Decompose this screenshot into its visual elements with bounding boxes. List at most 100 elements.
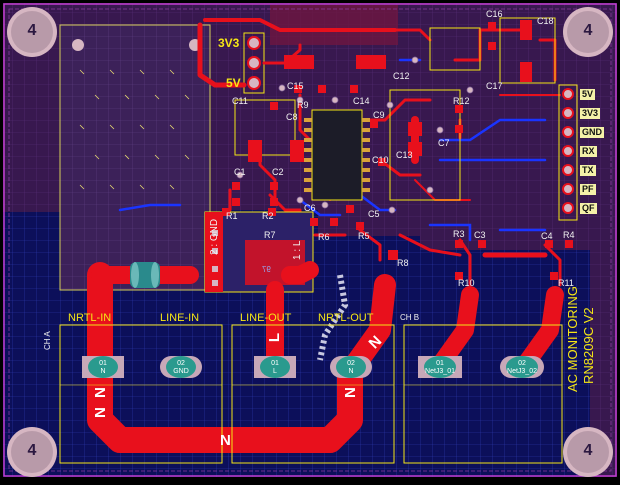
refdes-c5: C5 [368,209,380,219]
pad5-num: 01 [436,360,444,367]
label-ch-b: CH B [400,313,420,322]
pad4-net: N [348,368,354,375]
pin-label-qf: QF [580,203,597,214]
board-title-line2: RN8209C V2 [581,307,596,384]
header-pin-3v3[interactable] [247,36,261,50]
refdes-r12: R12 [453,96,470,106]
isolator-footprint [389,89,461,201]
pin-label-5v: 5V [580,89,596,100]
refdes-c8: C8 [286,112,298,122]
label-ch-a: CH A [43,331,52,350]
refdes-r3: R3 [453,229,465,239]
pad5-net: NetJ3_01 [425,368,455,375]
refdes-c9: C9 [373,110,385,120]
smd-pads [222,20,573,280]
refdes-c10: C10 [372,155,389,165]
terminal-block-a [59,324,223,464]
pad1-num: 01 [99,360,107,367]
net-label-n-2: N [90,407,108,418]
refdes-c6: C6 [304,203,316,213]
terminal-pads[interactable] [82,356,544,378]
pin-label-pf: PF [580,184,596,195]
refdes-r10: R10 [458,278,475,288]
refdes-c18: C18 [537,16,554,26]
mounting-hole-label-bl: 4 [27,442,37,459]
keepout-outline [8,8,612,472]
refdes-r4: R4 [563,230,575,240]
pin-label-gnd: GND [580,127,604,138]
header-label-5v: 5V [226,76,241,90]
label-nrtl-out: NRTL-OUT [318,312,374,324]
mounting-hole-label-tl: 4 [27,22,37,39]
relay-pins [212,230,218,286]
relay-silk-l: 1 : L [292,240,303,260]
refdes-c17: C17 [486,81,503,91]
refdes-c1: C1 [234,167,246,177]
pad4-num: 02 [347,360,355,367]
mounting-hole-top-left [7,7,57,57]
header-pin-gnd[interactable] [247,56,261,70]
refdes-c7: C7 [438,138,450,148]
refdes-r9: R9 [297,100,309,110]
pad2-num: 02 [177,360,185,367]
cap-c16-outline [429,27,481,71]
terminal-block-ch-b [403,324,563,464]
refdes-c13: C13 [396,150,413,160]
refdes-c14: C14 [353,96,370,106]
refdes-r5: R5 [358,231,370,241]
refdes-r11: R11 [558,278,574,288]
mounting-hole-bottom-left [7,427,57,477]
header-label-3v3: 3V3 [218,36,240,50]
power-module-footprint[interactable] [59,24,211,291]
refdes-r2: R2 [262,211,274,221]
net-label-l: L [266,332,284,343]
board-title-line1: AC MONITORING [565,286,580,392]
ic-pins [304,118,370,192]
cap-c18-outline [499,17,556,84]
pin-label-rx: RX [580,146,597,157]
refdes-c11: C11 [232,96,248,106]
mounting-hole-label-tr: 4 [583,22,593,39]
uart-connector-outline [558,84,578,221]
refdes-r8: R8 [397,258,409,268]
label-line-out: LINE-OUT [240,312,292,324]
relay-silk-mirrored: 97 [262,265,271,274]
relay-silk-gnd: 2 : GND [209,218,220,255]
pin-label-tx: TX [580,165,596,176]
neutral-high-current-trace [87,261,564,453]
net-label-n-4: N [340,387,358,398]
pad2-net: GND [173,368,189,375]
refdes-r7: R7 [264,230,276,240]
header-pin-5v[interactable] [247,76,261,90]
pad6-net: NetJ3_02 [507,368,537,375]
pad3-net: L [273,368,277,375]
refdes-r6: R6 [318,232,330,242]
bottom-jumper-trace [317,274,349,361]
rn8209c-ic[interactable] [311,109,363,201]
mounting-hole-top-right [563,7,613,57]
refdes-c2: C2 [272,167,284,177]
label-nrtl-in: NRTL-IN [68,312,112,324]
module-pin-1 [72,39,84,51]
refdes-c12: C12 [393,71,410,81]
module-silk-marks [79,69,190,190]
copper-pour-top [270,5,398,45]
mounting-hole-label-br: 4 [583,442,593,459]
mounting-hole-bottom-right [563,427,613,477]
cap-c11-outline [234,99,296,156]
net-label-n-1: N [90,387,108,398]
pad6-num: 02 [518,360,526,367]
uart-connector-pins[interactable] [562,88,574,214]
refdes-c4: C4 [541,231,553,241]
terminal-block-b [231,324,395,464]
refdes-r1: R1 [226,211,238,221]
pad3-num: 01 [271,360,279,367]
pad1-net: N [100,368,106,375]
refdes-c16: C16 [486,9,503,19]
board-outline [3,3,617,477]
refdes-c15: C15 [287,81,304,91]
vias [236,56,474,214]
refdes-c3: C3 [474,230,486,240]
net-label-n-3: N [220,432,231,449]
